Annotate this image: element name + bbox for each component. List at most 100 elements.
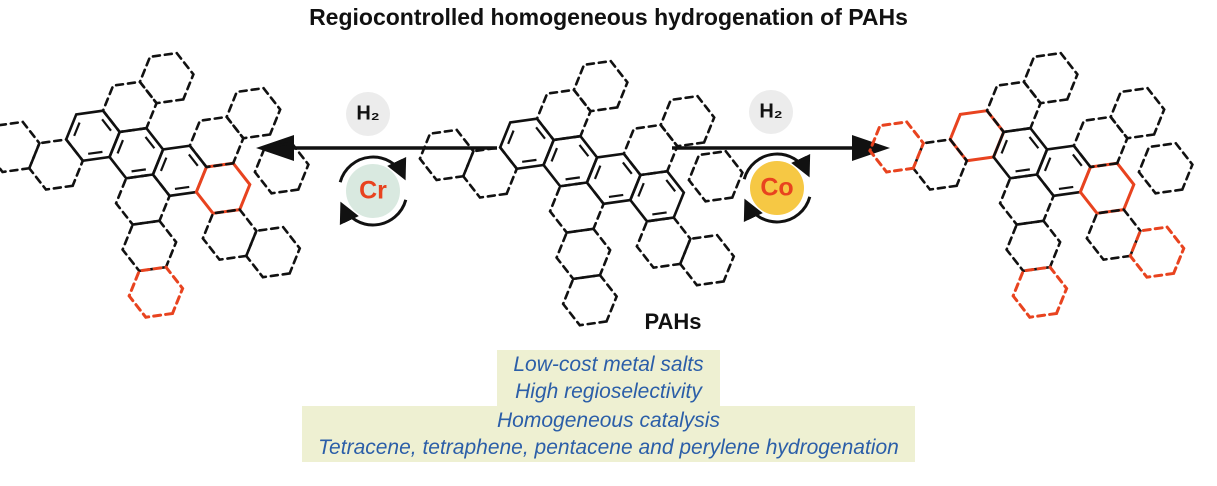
key-point-1: Low-cost metal salts: [513, 353, 704, 376]
right-arrow-head: [852, 135, 890, 161]
substrate-ring-bot: [561, 273, 619, 327]
double-bond: [1028, 136, 1040, 149]
left-arrow-head: [256, 135, 294, 161]
h2-label-left: H₂: [356, 102, 380, 125]
right-product-ring-u4: [1109, 86, 1166, 140]
double-bond: [652, 211, 667, 216]
double-bond: [144, 136, 156, 149]
right-product-ring-r1: [1085, 208, 1142, 262]
double-bond: [522, 158, 537, 163]
left-product-ring-u2: [138, 51, 195, 105]
co-cycle-arrow-bottom: [743, 196, 812, 224]
key-point-2: High regioselectivity: [515, 380, 702, 403]
left-reaction-arrow: [256, 135, 497, 161]
left-product-ring-u4: [225, 86, 282, 140]
left-product-ring-l2: [0, 120, 41, 174]
left-product-ring-u3: [188, 115, 245, 169]
double-bond: [116, 139, 124, 154]
left-product-ring-bot: [127, 265, 185, 319]
right-product-ring-l2: [868, 120, 926, 174]
cr-label: Cr: [359, 176, 387, 205]
h2-chip-right: [749, 90, 793, 134]
substrate-ring-u4: [659, 94, 716, 148]
right-product-ring-u2: [1022, 51, 1079, 105]
double-bond: [1072, 153, 1083, 167]
substrate-ring-C: [585, 152, 642, 206]
double-bond: [188, 153, 199, 167]
substrate-ring-A: [498, 117, 556, 171]
left-product-ring-r1: [201, 208, 258, 262]
left-product-ring-m1: [114, 173, 172, 226]
right-reaction-arrow: [672, 135, 890, 161]
substrate-ring-m1: [548, 181, 606, 234]
left-product-ring-m2: [121, 219, 178, 273]
right-product-ring-m2: [1005, 219, 1062, 273]
double-bond: [622, 161, 633, 175]
highlight-box-bottom: Homogeneous catalysis Tetracene, tetraph…: [302, 406, 915, 462]
pahs-label: PAHs: [644, 309, 702, 334]
co-badge-circle: [750, 161, 804, 215]
substrate-ring-u2: [572, 59, 629, 113]
cr-catalyst-badge: [338, 155, 408, 227]
double-bond: [507, 130, 515, 145]
key-points-block: Low-cost metal salts High regioselectivi…: [0, 350, 1217, 462]
double-bond: [593, 165, 602, 180]
double-bond: [159, 157, 168, 172]
right-product-ring-bot: [1011, 265, 1069, 319]
right-product-ring-C: [1035, 144, 1092, 198]
substrate-ring-m2: [555, 227, 612, 281]
right-product-ring-r2: [1128, 225, 1186, 279]
scheme-title: Regiocontrolled homogeneous hydrogenatio…: [309, 4, 908, 30]
double-bond: [88, 150, 103, 155]
double-bond: [608, 193, 624, 198]
key-point-4: Tetracene, tetraphene, pentacene and per…: [318, 436, 899, 459]
cr-badge-circle: [346, 164, 400, 218]
left-product-ring-A: [64, 109, 122, 163]
h2-label-right: H₂: [759, 100, 783, 123]
right-product-ring-l1: [911, 138, 969, 191]
cr-cycle-arrow-bottom: [339, 199, 408, 227]
double-bond: [101, 118, 112, 132]
left-product-ring-C: [151, 144, 208, 198]
substrate-ring-l1: [461, 146, 519, 199]
co-label: Co: [760, 173, 794, 202]
left-product-molecule: [0, 51, 310, 319]
double-bond: [1015, 168, 1031, 173]
double-bond: [73, 122, 81, 137]
co-catalyst-badge: [742, 152, 812, 224]
double-bond: [1000, 139, 1008, 154]
h2-chip-left: [346, 92, 390, 136]
double-bond: [637, 182, 645, 197]
right-product-ring-u3: [1072, 115, 1129, 169]
right-product-ring-m1: [998, 173, 1056, 226]
double-bond: [550, 147, 558, 162]
co-cycle-arrow-top: [742, 152, 811, 180]
substrate-molecule: [418, 59, 744, 327]
highlight-box-top: Low-cost metal salts High regioselectivi…: [497, 350, 720, 406]
substrate-ring-u1: [535, 88, 593, 142]
double-bond: [1043, 157, 1052, 172]
substrate-ring-l2: [418, 128, 475, 182]
left-product-ring-l1: [27, 138, 85, 191]
right-product-ring-u5: [1137, 141, 1194, 195]
double-bond: [1058, 185, 1074, 190]
substrate-ring-u5: [687, 149, 744, 203]
double-bond: [174, 185, 190, 190]
double-bond: [131, 168, 147, 173]
substrate-ring-r1: [635, 216, 692, 270]
right-product-ring-A: [948, 109, 1006, 163]
substrate-ring-r2: [678, 233, 736, 287]
double-bond: [665, 179, 677, 192]
left-product-ring-u1: [101, 80, 159, 134]
left-product-ring-r2: [244, 225, 302, 279]
left-product-ring-u5: [253, 141, 310, 195]
cr-cycle-arrow-top: [338, 155, 407, 183]
right-product-molecule: [868, 51, 1194, 319]
key-point-3: Homogeneous catalysis: [497, 409, 720, 432]
right-product-ring-u1: [985, 80, 1043, 134]
double-bond: [578, 144, 590, 157]
double-bond: [565, 176, 581, 181]
substrate-ring-u3: [622, 123, 679, 177]
